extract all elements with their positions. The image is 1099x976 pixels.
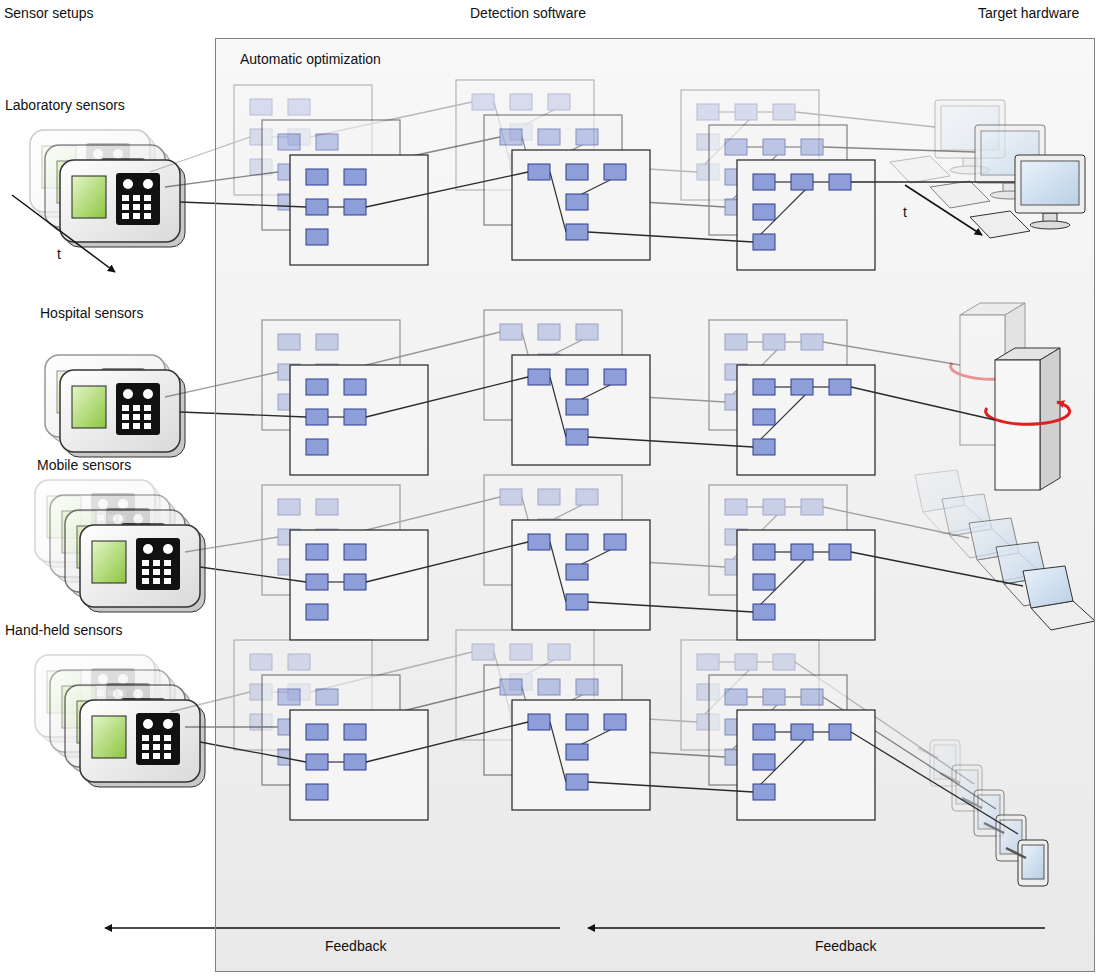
group-heading: Hospital sensors xyxy=(40,305,148,322)
data-link xyxy=(170,692,250,712)
data-link xyxy=(185,537,278,552)
data-link xyxy=(150,137,250,172)
module-chain xyxy=(180,355,995,475)
time-arrow xyxy=(905,185,982,235)
data-link xyxy=(823,147,975,152)
module-chain xyxy=(200,700,1018,834)
software-module xyxy=(290,155,428,265)
column-heading: Detection software xyxy=(470,5,586,22)
tablet xyxy=(940,765,982,811)
data-link xyxy=(588,782,753,792)
laptop xyxy=(1023,566,1095,630)
data-link xyxy=(165,172,278,187)
desktop-computer xyxy=(970,155,1085,238)
panel-title: Automatic optimization xyxy=(240,51,1094,68)
data-link xyxy=(851,552,1023,586)
column-heading: Sensor setups xyxy=(4,5,94,22)
server-tower xyxy=(986,348,1070,490)
software-module xyxy=(512,150,650,260)
data-link xyxy=(823,342,960,365)
data-link xyxy=(588,437,753,447)
software-module xyxy=(737,160,875,270)
sensor-group: Mobile sensors xyxy=(37,457,136,476)
module-chain xyxy=(180,150,1015,270)
data-link xyxy=(366,722,528,762)
optimization-panel: Automatic optimization xyxy=(215,38,1095,972)
tablet xyxy=(1006,840,1048,886)
tablet xyxy=(984,815,1026,861)
data-link xyxy=(185,726,278,727)
feedback-arrow xyxy=(105,927,560,929)
data-link xyxy=(180,202,306,207)
data-link xyxy=(851,387,995,420)
module-chain xyxy=(200,520,1023,640)
software-module xyxy=(737,530,875,640)
group-heading: Mobile sensors xyxy=(37,457,136,474)
data-link xyxy=(366,172,528,207)
software-module xyxy=(512,355,650,465)
group-heading: Hand-held sensors xyxy=(5,622,127,639)
sensor-device xyxy=(80,525,205,612)
software-module xyxy=(512,700,650,810)
sensor-device xyxy=(60,370,185,457)
time-label: t xyxy=(903,204,907,221)
data-link xyxy=(851,181,1015,182)
data-link xyxy=(180,412,306,417)
sensor-device xyxy=(60,160,185,247)
optimization-panel-ground xyxy=(215,38,1095,972)
data-link xyxy=(366,542,528,582)
sensor-group: Laboratory sensors xyxy=(5,97,129,116)
feedback-label: Feedback xyxy=(815,938,876,955)
sensor-device xyxy=(80,700,205,787)
feedback-label: Feedback xyxy=(325,938,386,955)
software-module xyxy=(290,530,428,640)
data-link xyxy=(588,602,753,612)
group-heading: Laboratory sensors xyxy=(5,97,129,114)
sensor-group: Hospital sensors xyxy=(40,305,148,324)
data-link xyxy=(366,377,528,417)
feedback-arrow xyxy=(588,927,1045,929)
data-link xyxy=(851,732,1018,834)
time-label: t xyxy=(57,246,61,263)
data-link xyxy=(165,372,278,397)
column-heading: Target hardware xyxy=(978,5,1079,22)
software-module xyxy=(512,520,650,630)
sensor-group: Hand-held sensors xyxy=(5,622,127,641)
software-module xyxy=(737,710,875,820)
data-link xyxy=(588,232,753,242)
software-module xyxy=(737,365,875,475)
software-module xyxy=(290,365,428,475)
time-arrow xyxy=(12,195,115,272)
software-module xyxy=(290,710,428,820)
